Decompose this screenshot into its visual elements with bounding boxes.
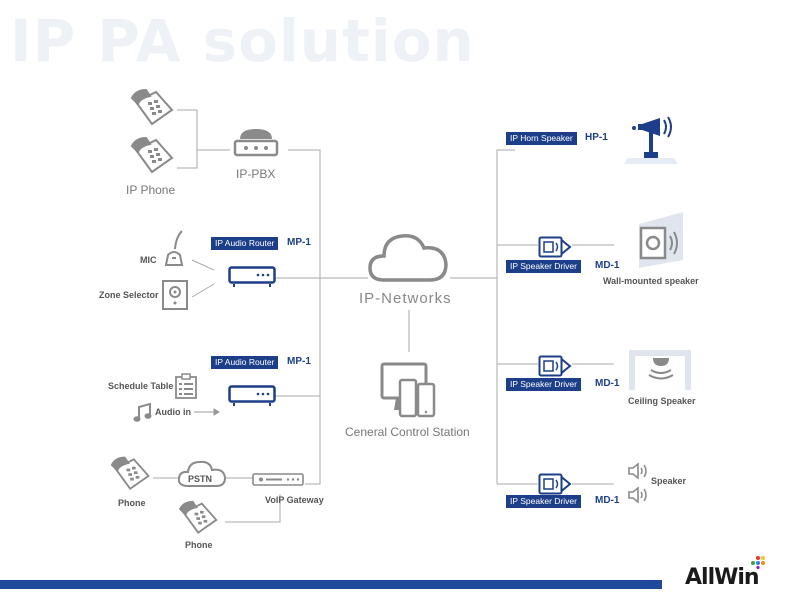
audio-in-label: Audio in	[155, 407, 191, 417]
wall-speaker-label: Wall-mounted speaker	[603, 276, 699, 286]
microphone-icon	[164, 230, 184, 266]
page-title: IP PA solution	[10, 7, 475, 75]
brand-dots-icon	[751, 556, 765, 569]
ceiling-speaker-label: Ceiling Speaker	[628, 396, 696, 406]
driver1-tag: IP Speaker Driver	[506, 260, 581, 273]
zone-selector-icon	[162, 280, 188, 310]
router1-tag: IP Audio Router	[211, 237, 279, 250]
wall-speaker-icon	[639, 212, 683, 268]
desk-phone-icon	[110, 456, 150, 491]
horn-speaker-icon	[624, 116, 678, 164]
driver3-model: MD-1	[595, 495, 620, 506]
router-icon	[228, 385, 276, 406]
ceiling-speaker-icon	[629, 350, 691, 390]
horn-tag: IP Horn Speaker	[506, 132, 577, 145]
schedule-table-label: Schedule Table	[108, 381, 174, 391]
pstn-cloud-icon	[177, 460, 227, 487]
brand-logo: AllWin	[685, 565, 760, 590]
ip-pbx-label: IP-PBX	[236, 167, 276, 181]
zone-selector-label: Zone Selector	[99, 290, 159, 300]
voip-gateway-label: VoIP Gateway	[265, 495, 324, 505]
driver-icon	[538, 473, 572, 495]
gateway-icon	[252, 473, 304, 486]
desk-phone-icon	[130, 136, 174, 174]
music-note-icon	[133, 403, 152, 422]
speaker-label: Speaker	[651, 476, 687, 486]
ip-phone-label: IP Phone	[126, 183, 176, 197]
driver2-tag: IP Speaker Driver	[506, 378, 581, 391]
phone-b-label: Phone	[185, 540, 213, 550]
speaker-icon	[628, 486, 647, 504]
monitor-tablet-icon	[380, 362, 436, 418]
horn-model: HP-1	[585, 132, 608, 143]
control-station-label: Ceneral Control Station	[345, 425, 470, 439]
desk-phone-icon	[178, 500, 218, 534]
driver1-model: MD-1	[595, 260, 620, 271]
pbx-icon	[233, 129, 279, 157]
speaker-icon	[628, 462, 647, 480]
pstn-label: PSTN	[188, 474, 213, 484]
driver2-model: MD-1	[595, 378, 620, 389]
desk-phone-icon	[130, 88, 174, 126]
router1-model: MP-1	[287, 237, 311, 248]
router2-tag: IP Audio Router	[211, 356, 279, 369]
driver-icon	[538, 355, 572, 377]
driver3-tag: IP Speaker Driver	[506, 495, 581, 508]
mic-label: MIC	[140, 255, 157, 265]
footer-bar	[0, 580, 662, 589]
network-label: IP-Networks	[359, 290, 452, 307]
driver-icon	[538, 236, 572, 258]
router2-model: MP-1	[287, 356, 311, 367]
schedule-icon	[175, 373, 197, 399]
phone-a-label: Phone	[118, 498, 146, 508]
router-icon	[228, 266, 276, 287]
cloud-icon	[368, 234, 448, 282]
